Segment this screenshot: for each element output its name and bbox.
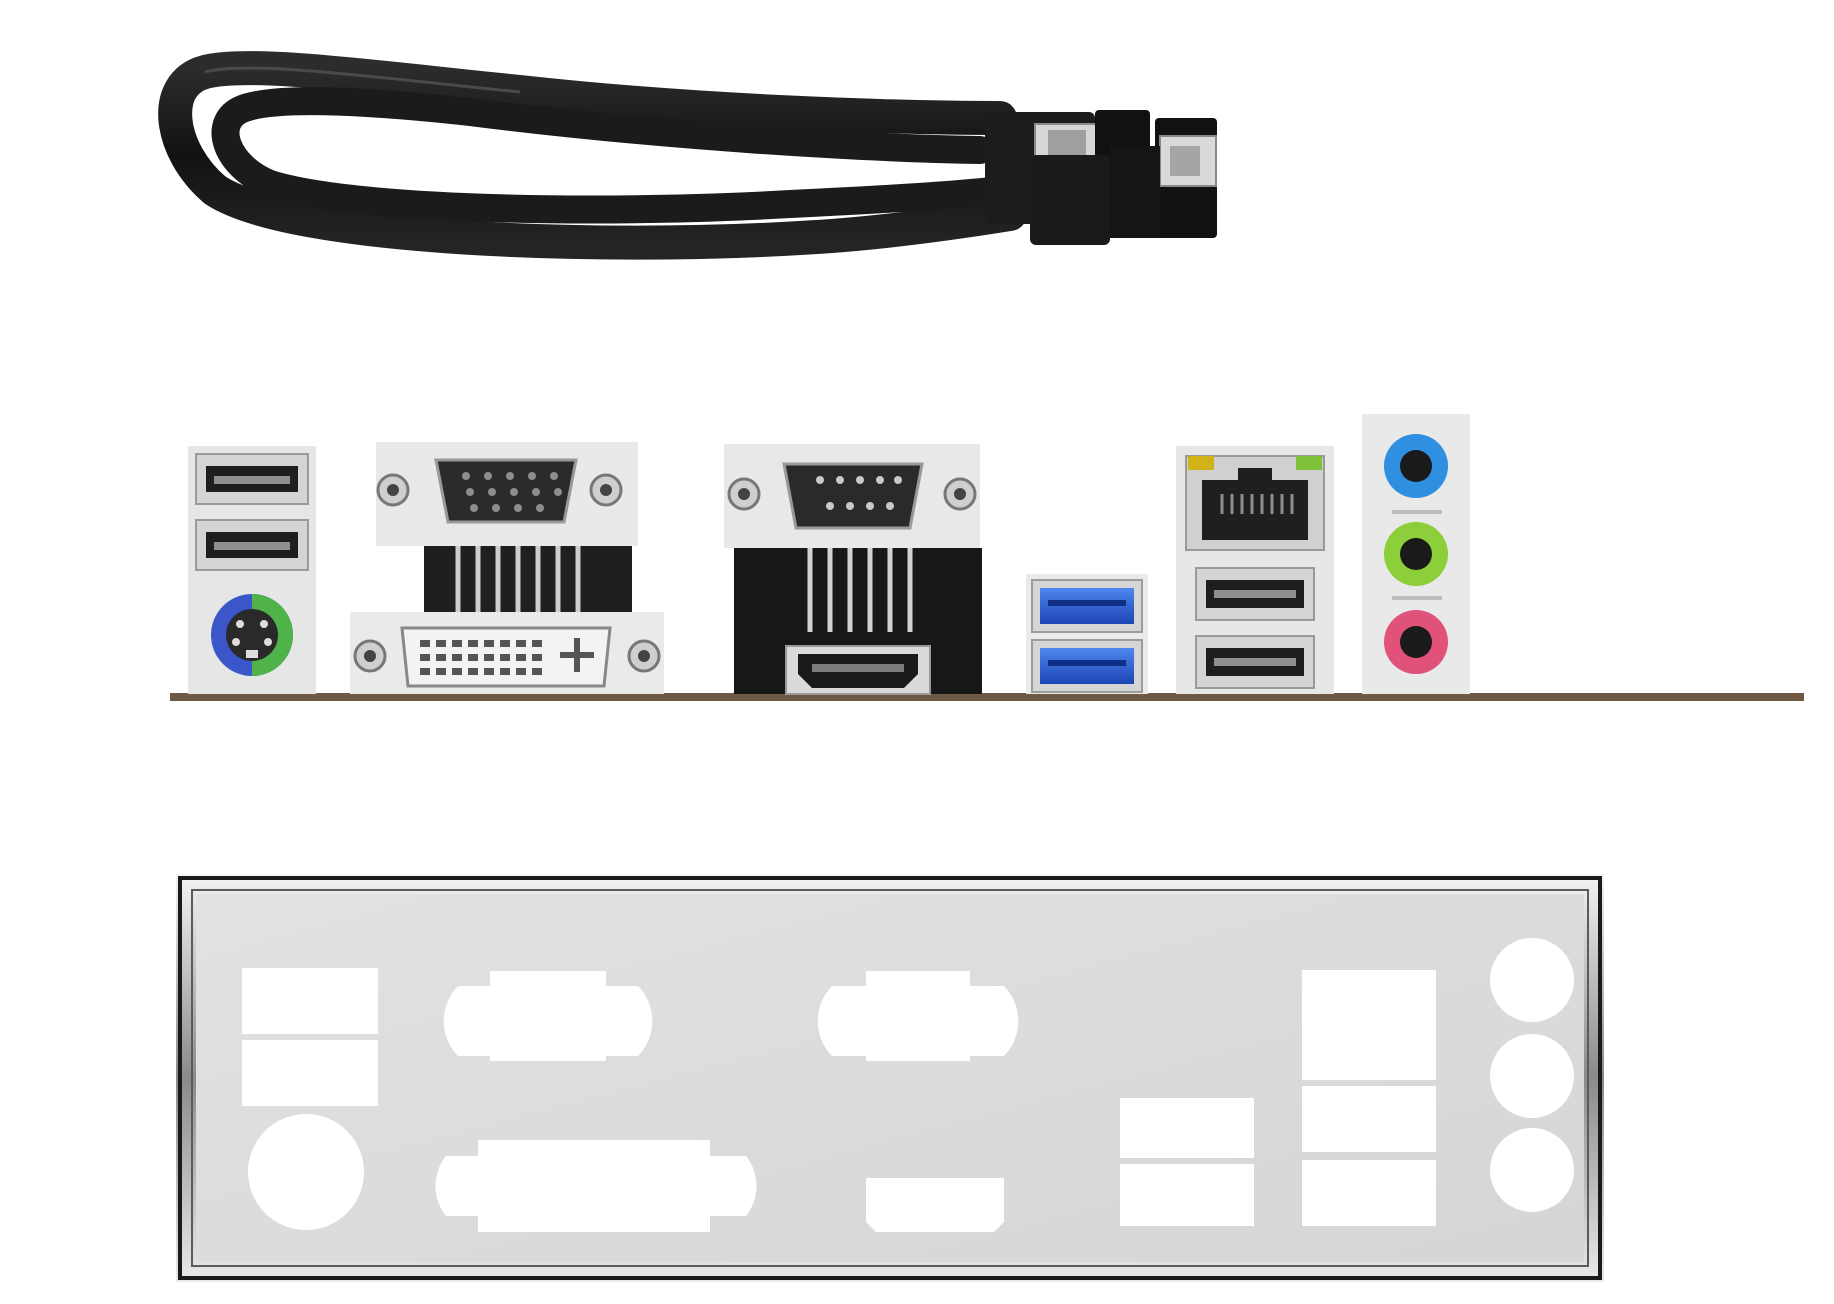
cutout-dvi (435, 1140, 757, 1232)
hdmi-port (785, 645, 931, 695)
usb2-port-bottom (195, 519, 309, 571)
cutout-usb-bottom (242, 1040, 378, 1106)
usb2-port-lan-top (1195, 567, 1315, 621)
board-edge (170, 693, 1804, 701)
cutout-usb-top (242, 968, 378, 1034)
audio-jack-mic (1384, 610, 1448, 674)
sata-cable (158, 51, 1217, 260)
serial-port (727, 462, 977, 530)
sata-cable-loop-outer (158, 51, 1027, 260)
cutout-hdmi (866, 1178, 1004, 1232)
serial-connector-pins (807, 548, 913, 632)
cutout-usb3-top (1120, 1098, 1254, 1158)
cutout-ps2 (248, 1114, 364, 1230)
port-group-lan-usb2 (1176, 446, 1334, 694)
port-group-usb2-ps2 (188, 446, 316, 694)
port-group-audio (1362, 414, 1470, 694)
usb2-port-top (195, 453, 309, 505)
vga-connector-pins (424, 546, 632, 618)
port-group-serial-hdmi (724, 444, 982, 695)
sata-cable-loop-inner (211, 87, 1014, 224)
audio-jack-line-in (1384, 434, 1448, 498)
port-group-usb3 (1026, 574, 1148, 694)
cutout-rj45 (1302, 970, 1436, 1080)
sata-connector-right (1030, 118, 1217, 245)
usb3-port-top (1031, 579, 1143, 633)
cutout-audio-1 (1490, 938, 1574, 1022)
rear-io-ports (170, 414, 1804, 701)
usb3-port-bottom (1031, 639, 1143, 693)
port-group-vga-dvi (350, 442, 664, 694)
cutout-serial (817, 971, 1019, 1061)
dvi-port (353, 626, 661, 688)
io-shield-cutouts (242, 938, 1574, 1232)
cutout-lan-usb-top (1302, 1086, 1436, 1152)
io-shield (176, 874, 1604, 1282)
cutout-lan-usb-bottom (1302, 1160, 1436, 1226)
rj45-port (1185, 455, 1325, 551)
sata-cable-highlight (204, 66, 521, 94)
audio-jack-line-out (1384, 522, 1448, 586)
cutout-vga (443, 971, 653, 1061)
cutout-audio-2 (1490, 1034, 1574, 1118)
cutout-audio-3 (1490, 1128, 1574, 1212)
usb2-port-lan-bottom (1195, 635, 1315, 689)
cutout-usb3-bottom (1120, 1164, 1254, 1226)
ps2-port (211, 594, 293, 676)
vga-port (376, 458, 623, 524)
